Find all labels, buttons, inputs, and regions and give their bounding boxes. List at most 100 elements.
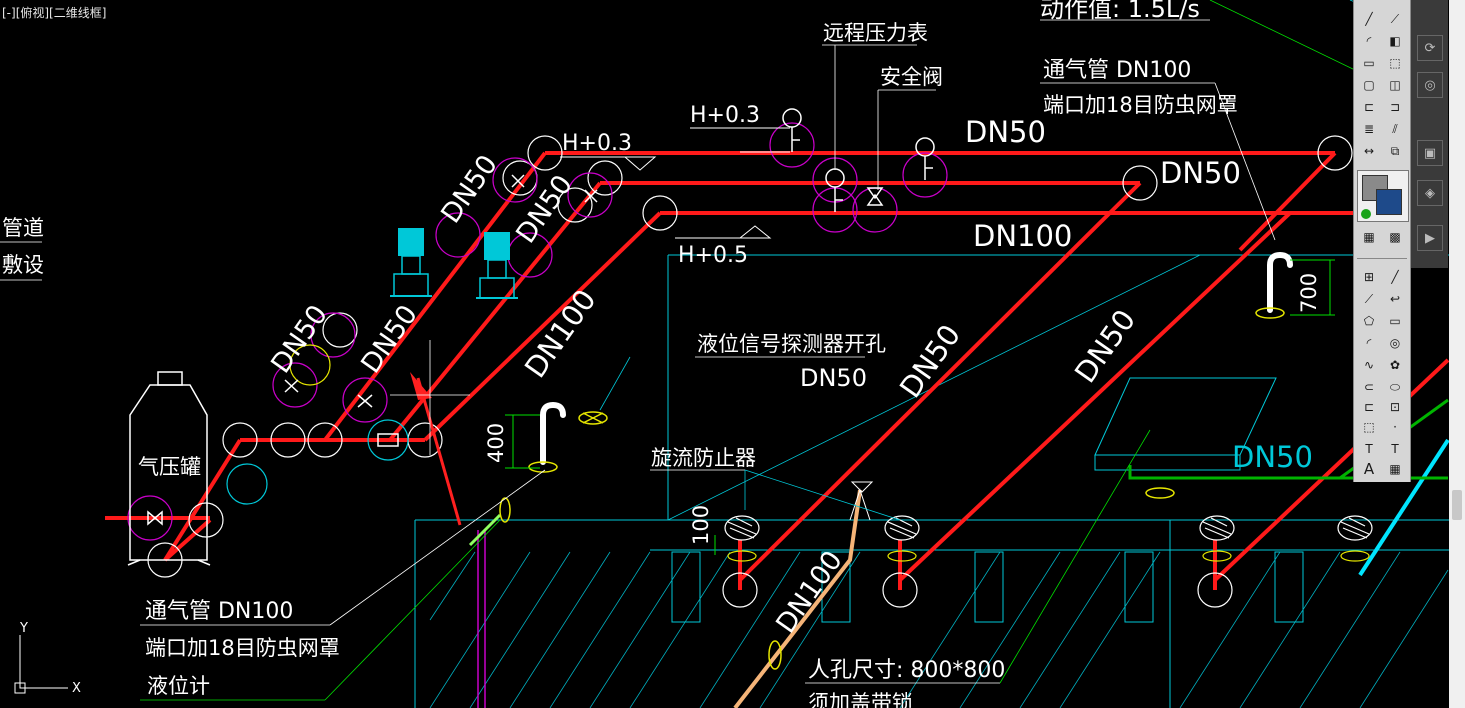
text-style-icon[interactable]: A <box>1363 460 1375 478</box>
circle2-tool-icon[interactable]: ◎ <box>1389 336 1401 350</box>
arc2-tool-icon[interactable]: ↩ <box>1389 292 1401 306</box>
ellipse-tool-icon[interactable]: ⊐ <box>1389 100 1401 114</box>
revcloud-tool-icon[interactable]: ◫ <box>1389 78 1401 92</box>
cyan-pipe <box>1358 438 1450 577</box>
ucs-x-label: X <box>72 681 81 696</box>
ellipse2-tool-icon[interactable]: ⊂ <box>1363 380 1375 394</box>
dn50-left-label-b: DN50 <box>355 300 424 380</box>
magenta-line <box>477 530 486 708</box>
elevation-h05-label: H+0.5 <box>678 243 748 268</box>
valve-symbols[interactable] <box>147 174 884 526</box>
table-tool-icon[interactable]: ▦ <box>1389 462 1401 476</box>
elevation-markers <box>560 127 874 521</box>
vent-bottom-label-1: 通气管 DN100 <box>145 599 293 624</box>
pressure-tank[interactable] <box>127 371 211 566</box>
ellipse3-tool-icon[interactable]: ⬭ <box>1389 379 1401 394</box>
dimension-lines <box>505 259 1335 555</box>
point-tool-icon[interactable]: ⧉ <box>1390 143 1400 158</box>
polyline-tool-icon[interactable]: ◜ <box>1366 34 1372 48</box>
ucs-icon <box>14 635 68 694</box>
circle-tool-icon[interactable]: ▢ <box>1363 78 1375 92</box>
layer-swatch[interactable] <box>1357 170 1409 222</box>
vent-pipe-icons[interactable] <box>540 251 1293 465</box>
block-create-tool-icon[interactable]: ⊡ <box>1389 400 1401 414</box>
dn50-top-label: DN50 <box>965 115 1046 149</box>
rect2-tool-icon[interactable]: ▭ <box>1389 314 1401 328</box>
dn50-mid-label-b: DN50 <box>1068 303 1142 389</box>
vertical-scrollbar[interactable] <box>1449 0 1465 708</box>
manhole-label-1: 人孔尺寸: 800*800 <box>808 658 1005 683</box>
pipe-laying-label-1: 管道 <box>2 216 44 240</box>
dim-100-label: 100 <box>689 505 713 545</box>
red-pipe-network <box>105 151 1450 590</box>
fitting-circles[interactable] <box>127 122 1353 608</box>
vortex-preventer-label: 旋流防止器 <box>651 446 756 470</box>
arc-tool-icon[interactable]: ⬚ <box>1389 56 1401 70</box>
pump-icons[interactable] <box>390 228 518 299</box>
block-insert-tool-icon[interactable]: ⊏ <box>1363 400 1375 414</box>
cloud-tool-icon[interactable]: ✿ <box>1389 358 1401 372</box>
nav-button-3[interactable]: ▣ <box>1417 140 1443 166</box>
leader-lines <box>0 19 1276 701</box>
red-arrow <box>390 340 470 526</box>
nav-button-4[interactable]: ◈ <box>1417 180 1443 206</box>
view-panel-strip: ⟳ ◎ ▣ ◈ ▶ <box>1410 0 1448 268</box>
vent-bottom-label-2: 端口加18目防虫网罩 <box>145 636 340 660</box>
gradient-tool-icon[interactable]: ▩ <box>1389 230 1401 244</box>
spline2-tool-icon[interactable]: ∿ <box>1363 358 1375 372</box>
level-probe-label-1: 液位信号探测器开孔 <box>697 332 886 356</box>
action-value-text: 动作值: 1.5L/s <box>1040 0 1200 23</box>
make-block-icon[interactable]: ↔ <box>1363 144 1375 158</box>
pipe-laying-label-2: 敷设 <box>2 253 44 277</box>
polyline2-tool-icon[interactable]: ⟋ <box>1364 291 1374 306</box>
line-tool-icon[interactable]: ╱ <box>1365 12 1373 26</box>
arc3-tool-icon[interactable]: ◜ <box>1366 336 1372 350</box>
insert-block-icon[interactable]: ⫽ <box>1392 121 1398 136</box>
polygon-tool-icon[interactable]: ◧ <box>1389 34 1401 48</box>
mtext-tool-icon[interactable]: T <box>1365 442 1373 456</box>
spline-tool-icon[interactable]: ⊏ <box>1363 100 1375 114</box>
dn100-diag-label: DN100 <box>518 283 603 384</box>
dot-tool-icon[interactable]: · <box>1393 420 1397 434</box>
pentagon-tool-icon[interactable]: ⬠ <box>1363 314 1375 328</box>
level-probe-label-2: DN50 <box>800 364 867 392</box>
dim-700-label: 700 <box>1297 273 1321 313</box>
elevation-h03-label-b: H+0.3 <box>562 131 632 156</box>
dn100-top-label: DN100 <box>973 219 1072 253</box>
ucs-y-label: Y <box>19 621 28 636</box>
vent-top-label-2: 端口加18目防虫网罩 <box>1043 93 1238 117</box>
dn50-diag-label-b: DN50 <box>510 170 579 250</box>
vent-top-label-1: 通气管 DN100 <box>1043 58 1191 83</box>
green-nozzle <box>468 513 502 547</box>
boundary-tool-icon[interactable]: ⬚ <box>1363 420 1375 434</box>
safety-valve-label: 安全阀 <box>880 65 943 89</box>
level-gauge-label: 液位计 <box>147 674 210 698</box>
tool-palette: ╱ ⟋ ◜ ◧ ▭ ⬚ ▢ ◫ ⊏ ⊐ ≣ ⫽ ↔ ⧉ ▦ ▩ ⊞ ╱ ⟋ ↩ … <box>1353 0 1411 482</box>
tank-structure <box>414 0 1450 708</box>
vortex-preventer-icons[interactable] <box>724 515 1373 562</box>
viewport-controls-label[interactable]: [-][俯视][二维线框] <box>2 6 107 20</box>
line2-tool-icon[interactable]: ╱ <box>1391 270 1399 284</box>
rectangle-tool-icon[interactable]: ▭ <box>1363 56 1375 70</box>
vent-ellipses <box>499 307 1285 670</box>
elevation-h03-label-a: H+0.3 <box>690 103 760 128</box>
nav-button-5[interactable]: ▶ <box>1417 225 1443 251</box>
pressure-gauge-icons[interactable] <box>782 108 935 212</box>
scrollbar-thumb[interactable] <box>1452 490 1462 520</box>
dn100-bottom-label: DN100 <box>770 545 848 639</box>
dn50-right-label: DN50 <box>1232 440 1313 474</box>
ellipse-arc-tool-icon[interactable]: ≣ <box>1363 122 1375 136</box>
dim-400-label: 400 <box>484 423 508 463</box>
manhole-label-2: 须加盖带锁 <box>808 691 913 708</box>
region-tool-icon[interactable]: ⊞ <box>1363 270 1375 284</box>
xline-tool-icon[interactable]: ⟋ <box>1390 11 1400 26</box>
nav-button-2[interactable]: ◎ <box>1417 72 1443 98</box>
dn50-top-label-2: DN50 <box>1160 156 1241 190</box>
level-gauge-line <box>733 489 862 708</box>
remote-gauge-label: 远程压力表 <box>823 21 928 45</box>
hatch-tool-icon[interactable]: ▦ <box>1363 230 1375 244</box>
nav-button-1[interactable]: ⟳ <box>1417 35 1443 61</box>
text-tool-icon[interactable]: T <box>1391 442 1399 456</box>
